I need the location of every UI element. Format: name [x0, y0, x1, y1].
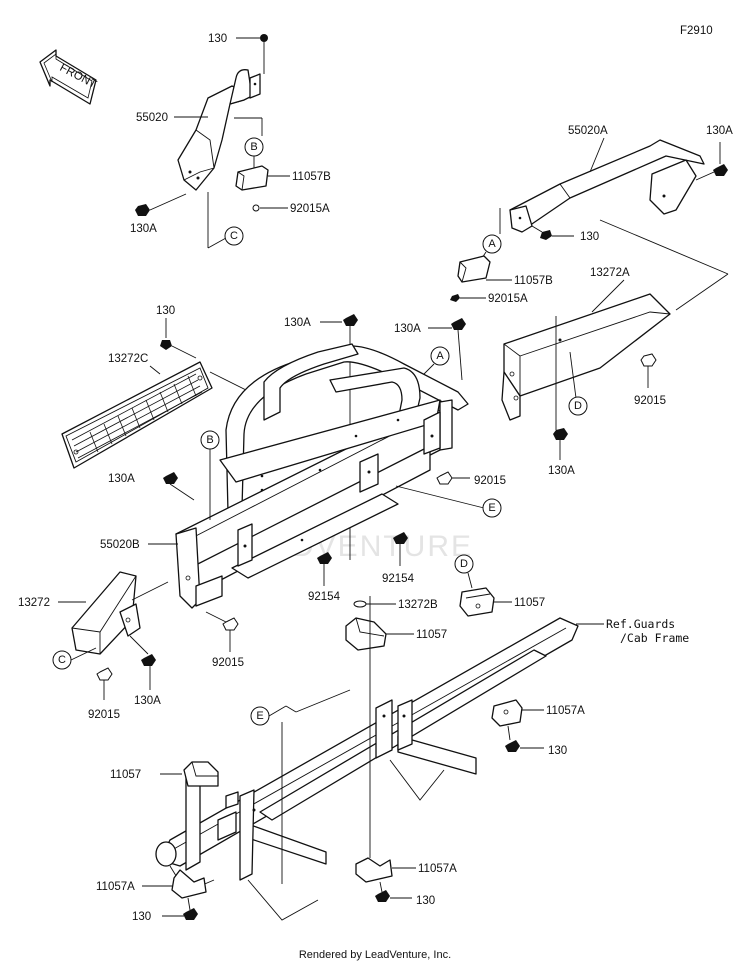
cab-frame: [155, 617, 579, 921]
label-13272: 13272: [18, 597, 50, 609]
label-11057B-left: 11057B: [292, 171, 331, 183]
label-92154-b: 92154: [382, 573, 415, 585]
part-13272C-grille: [61, 361, 213, 469]
label-11057A-left: 11057A: [96, 881, 135, 893]
bolt-130A-left: [135, 193, 187, 216]
footer-credit: Rendered by LeadVenture, Inc.: [298, 949, 452, 961]
label-130A-left: 130A: [130, 223, 157, 235]
clip-11057A-bottom: [355, 857, 393, 883]
label-130-top: 130: [208, 33, 227, 45]
callout-d-right: D: [574, 400, 582, 412]
callout-c-top: C: [230, 230, 238, 242]
part-55020-bracket: [177, 69, 261, 191]
label-130A-lower: 130A: [134, 695, 161, 707]
callout-b-mid: B: [206, 434, 213, 446]
clip-11057-mid: [345, 617, 387, 651]
label-130A-right2: 130A: [548, 465, 575, 477]
bolt-130-lower-right: [505, 740, 544, 752]
label-11057-right: 11057: [514, 597, 545, 609]
label-92015A-right: 92015A: [488, 293, 528, 305]
label-130A-mid1: 130A: [284, 317, 311, 329]
ref-note-line2: /Cab Frame: [620, 631, 689, 645]
label-92015-lower: 92015: [88, 709, 120, 721]
label-55020: 55020: [136, 112, 168, 124]
clip-11057A-right: [491, 699, 523, 727]
label-11057A-right: 11057A: [546, 705, 585, 717]
label-92154-a: 92154: [308, 591, 341, 603]
label-92015-bottom: 92015: [212, 657, 244, 669]
callout-e-lower: E: [256, 710, 263, 722]
label-13272A: 13272A: [590, 267, 630, 279]
clip-11057B-right: [457, 255, 491, 283]
callout-e-mid: E: [488, 502, 495, 514]
label-130-right: 130: [580, 231, 599, 243]
bolt-130-top: [236, 34, 268, 74]
clip-11057B-left: [235, 165, 269, 191]
callout-d-lower: D: [460, 558, 468, 570]
part-55020B-bumper: [175, 343, 469, 609]
label-130-lower-right: 130: [548, 745, 567, 757]
part-55020A-bar: [509, 139, 705, 233]
clip-11057-right: [459, 587, 495, 617]
bolt-130A-mid2: [428, 318, 466, 381]
bolt-130-right: [531, 225, 574, 240]
clip-11057A-left: [171, 869, 207, 899]
figure-code: F2910: [680, 25, 713, 37]
bolt-130A-lower: [129, 635, 156, 690]
bolt-92154-b: [393, 532, 408, 566]
bolt-130-bottom: [375, 890, 412, 902]
label-92015-mid: 92015: [474, 475, 506, 487]
clip-11057-left: [183, 761, 219, 787]
label-92015A-left: 92015A: [290, 203, 330, 215]
label-130-bottom: 130: [416, 895, 435, 907]
label-130-grille: 130: [156, 305, 175, 317]
label-11057-left: 11057: [110, 769, 141, 781]
ref-note-line1: Ref.Guards: [606, 617, 675, 631]
label-13272B: 13272B: [398, 599, 438, 611]
label-11057B-right: 11057B: [514, 275, 553, 287]
label-130-bottom-left: 130: [132, 911, 151, 923]
label-130A-right: 130A: [706, 125, 733, 137]
part-13272A-guard: [501, 293, 671, 421]
label-11057-mid: 11057: [416, 629, 447, 641]
label-55020B: 55020B: [100, 539, 140, 551]
bolt-92154-a: [317, 552, 332, 586]
label-92015-right: 92015: [634, 395, 666, 407]
callout-b-top: B: [250, 141, 257, 153]
label-130A-mid2: 130A: [394, 323, 421, 335]
front-arrow-icon: FRONT: [39, 49, 98, 105]
label-55020A: 55020A: [568, 125, 608, 137]
bolt-130A-right: [695, 142, 728, 181]
part-13272-guard: [71, 571, 141, 655]
callout-c-lower: C: [58, 654, 66, 666]
bolt-130A-right2: [553, 428, 568, 460]
bolt-130-bottom-left: [162, 908, 198, 920]
label-11057A-bottom: 11057A: [418, 863, 457, 875]
callout-a-right: A: [488, 238, 496, 250]
callout-a-mid: A: [436, 350, 444, 362]
label-13272C: 13272C: [108, 353, 148, 365]
label-130A-bumper: 130A: [108, 473, 135, 485]
bolt-130A-bumper: [163, 472, 195, 501]
